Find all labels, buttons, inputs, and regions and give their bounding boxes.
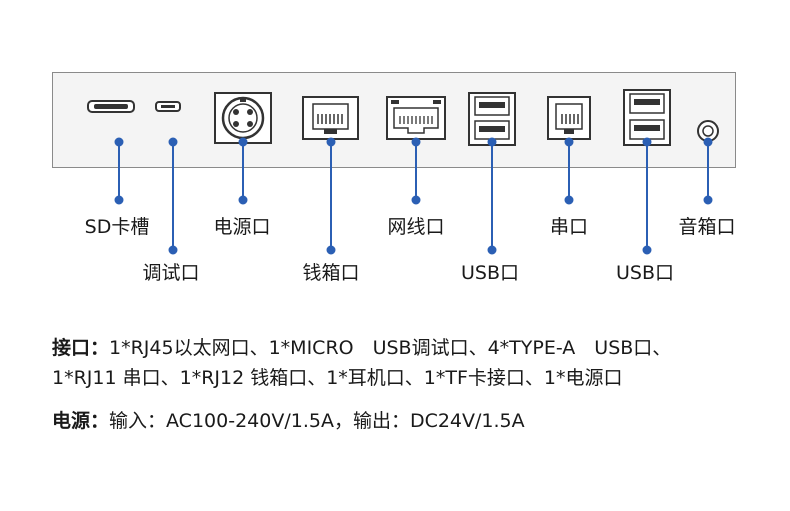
micro-usb-icon xyxy=(155,101,181,112)
port-diagram xyxy=(87,89,719,255)
usb-stack-icon xyxy=(623,89,671,146)
rj45-icon xyxy=(386,96,446,140)
port-label-micro: 调试口 xyxy=(142,262,200,284)
audio-jack-icon xyxy=(697,120,719,142)
power-din-icon xyxy=(214,92,272,144)
port-label-audio: 音箱口 xyxy=(678,216,736,238)
usb-stack-icon xyxy=(468,92,516,146)
port-label-sd: SD卡槽 xyxy=(84,216,150,238)
port-label-rj45: 网线口 xyxy=(387,216,445,238)
sd-slot-icon xyxy=(87,100,135,113)
power-heading: 电源： xyxy=(52,410,110,432)
interface-spec-line1: 接口：1*RJ45以太网口、1*MICRO USB调试口、4*TYPE-A US… xyxy=(52,334,671,362)
power-text: 输入：AC100-240V/1.5A，输出：DC24V/1.5A xyxy=(109,410,525,432)
interface-spec-line2: 1*RJ11 串口、1*RJ12 钱箱口、1*耳机口、1*TF卡接口、1*电源口 xyxy=(52,364,623,392)
port-label-rj11: 串口 xyxy=(549,216,589,238)
rj11-icon xyxy=(547,96,591,140)
interface-text-2: 1*RJ11 串口、1*RJ12 钱箱口、1*耳机口、1*TF卡接口、1*电源口 xyxy=(52,367,623,389)
power-spec: 电源：输入：AC100-240V/1.5A，输出：DC24V/1.5A xyxy=(52,407,525,435)
port-label-usb2: USB口 xyxy=(615,262,675,284)
interface-heading: 接口： xyxy=(52,337,110,359)
rj12-icon xyxy=(302,96,359,140)
port-label-rj12: 钱箱口 xyxy=(302,262,360,284)
connector-lines xyxy=(114,137,713,255)
interface-text-1: 1*RJ45以太网口、1*MICRO USB调试口、4*TYPE-A USB口、 xyxy=(109,337,672,359)
port-label-usb1: USB口 xyxy=(460,262,520,284)
port-label-power: 电源口 xyxy=(213,216,271,238)
